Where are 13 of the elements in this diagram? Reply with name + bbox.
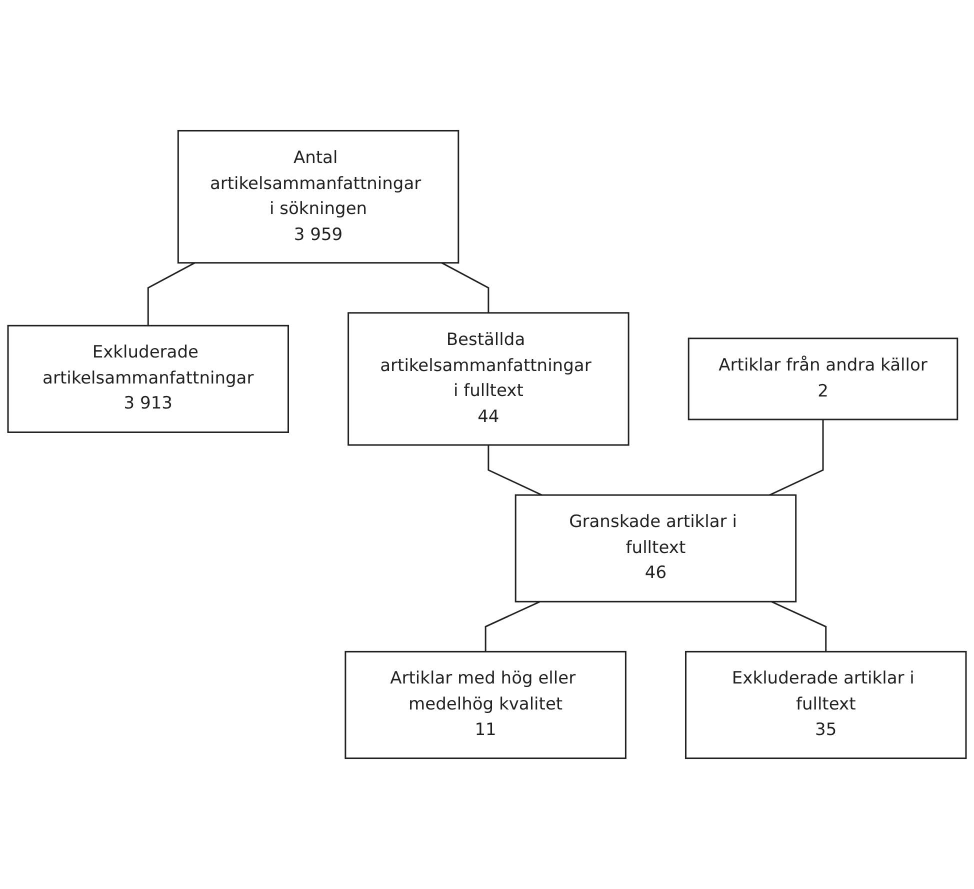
node-box: Artiklar från andra källor 2 <box>688 338 958 420</box>
node-box: Artiklar med hög eller medelhög kvalitet 11 <box>344 650 626 760</box>
node-box: Granskade artiklar i fulltext 46 <box>514 494 797 602</box>
connector <box>771 600 827 652</box>
connector <box>769 419 824 496</box>
connector <box>484 600 540 652</box>
node-box: Exkluderade artikelsammanfattningar 3 913 <box>7 324 289 433</box>
connector <box>147 262 196 326</box>
node-box: Exkluderade artiklar i fulltext 35 <box>685 650 967 760</box>
connector <box>488 445 542 496</box>
connector <box>441 262 490 313</box>
node-box: Beställda artikelsammanfattningar i fulltext 44 <box>348 312 630 446</box>
node-box: Antal artikelsammanfattningar i sökningen 3 959 <box>177 130 460 264</box>
